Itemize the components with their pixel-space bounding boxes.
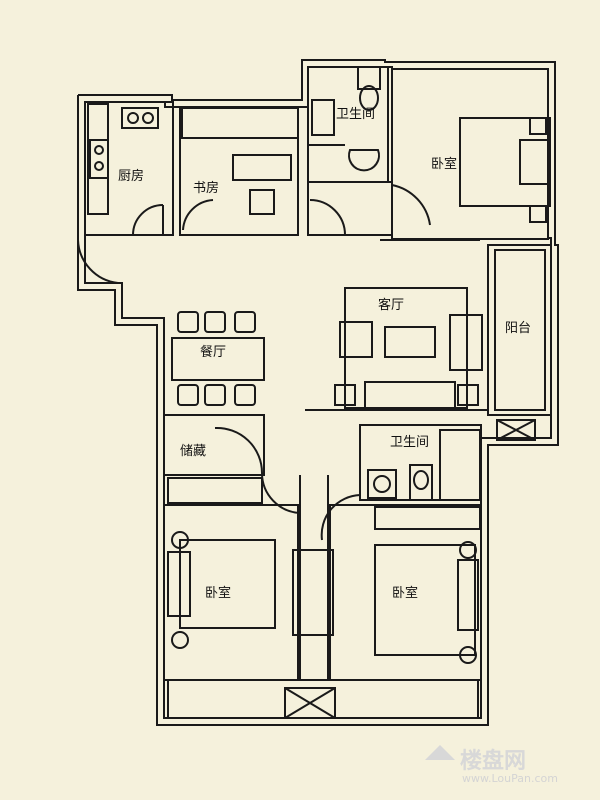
label-study: 书房 — [193, 180, 219, 196]
entrance-door-arc — [77, 239, 119, 284]
house-logo-icon — [425, 745, 455, 760]
label-bath-top: 卫生间 — [336, 107, 375, 122]
label-kitchen: 厨房 — [118, 168, 144, 184]
mid-bathroom — [320, 424, 482, 541]
label-bedroom-right: 卧室 — [392, 585, 418, 601]
center-closet — [284, 475, 336, 719]
label-bedroom-left: 卧室 — [205, 585, 231, 601]
master-bedroom — [391, 68, 551, 240]
living-room — [305, 239, 488, 411]
outer-walls — [77, 59, 559, 726]
bedroom-right — [329, 504, 482, 681]
label-bath-mid: 卫生间 — [390, 435, 429, 450]
study-room — [179, 106, 299, 236]
watermark-url: www.LouPan.com — [462, 772, 558, 785]
label-living: 客厅 — [378, 297, 404, 313]
hall-top — [307, 181, 393, 236]
label-storage: 储藏 — [180, 444, 206, 459]
watermark: 楼盘网 www.LouPan.com — [425, 745, 558, 785]
label-dining: 餐厅 — [200, 344, 226, 360]
dining-area — [171, 311, 265, 406]
room-labels: 厨房 书房 卫生间 卧室 客厅 阳台 餐厅 储藏 卫生间 卧室 卧室 — [118, 107, 531, 601]
balcony — [487, 244, 552, 441]
top-bathroom — [307, 66, 389, 183]
label-master-bedroom: 卧室 — [431, 156, 457, 172]
watermark-text: 楼盘网 — [460, 748, 526, 774]
storage-room — [163, 414, 301, 514]
label-balcony: 阳台 — [505, 321, 531, 336]
kitchen-room — [84, 101, 174, 236]
